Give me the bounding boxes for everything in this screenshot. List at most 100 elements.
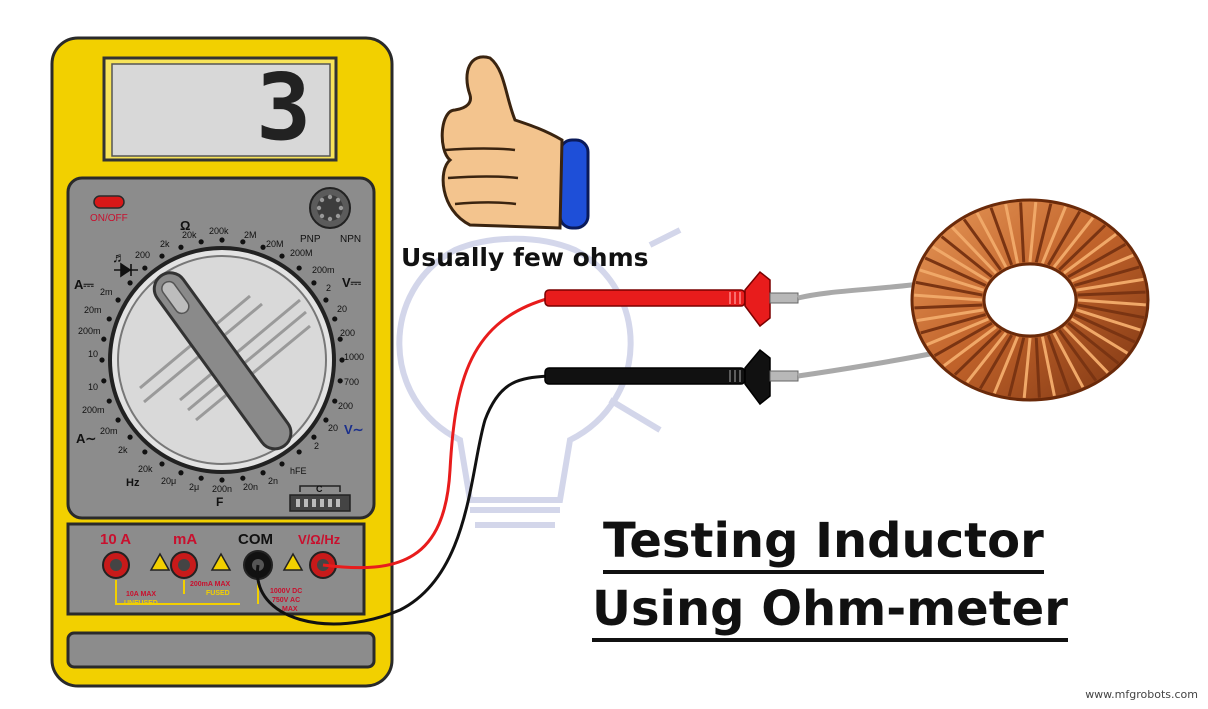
aca-range-10: 10	[88, 382, 98, 392]
aca-symbol: A∼	[76, 431, 96, 446]
npn-label: NPN	[340, 234, 361, 245]
coil-winding	[1063, 233, 1117, 275]
dial-tick-dot	[332, 316, 338, 322]
dial-tick-dot	[311, 434, 317, 440]
title-line-2: Using Ohm-meter	[592, 580, 1068, 642]
v-max-note-1: 1000V DC	[270, 588, 302, 595]
cap-symbol: F	[216, 495, 223, 509]
dial-tick-dot	[323, 417, 329, 423]
ohm-range-20k: 20k	[182, 230, 197, 240]
dca-symbol: A⎓	[74, 277, 94, 292]
coil-winding	[1022, 337, 1032, 399]
jack-ma[interactable]	[170, 551, 198, 579]
jack-vohm-label: V/Ω/Hz	[298, 532, 341, 547]
dial-tick-dot	[106, 398, 112, 404]
coil-winding	[962, 218, 1002, 271]
dial-tick-dot	[323, 297, 329, 303]
acv-range-20: 20	[328, 423, 338, 433]
coil-winding	[1007, 337, 1026, 397]
coil-winding	[919, 268, 985, 292]
dial-tick-dot	[332, 398, 338, 404]
red-lead-wire	[322, 296, 551, 570]
coil-winding	[989, 207, 1014, 266]
acv-range-200: 200	[338, 401, 353, 411]
coil-winding	[1004, 203, 1020, 264]
coil-winding	[1046, 334, 1071, 393]
coil-winding	[1067, 321, 1120, 365]
acv-range-2: 2	[314, 441, 319, 451]
acv-range-700: 700	[344, 377, 359, 387]
coil-winding	[1052, 216, 1095, 269]
dca-range-2m: 2m	[100, 287, 113, 297]
dial-tick-dot	[240, 239, 246, 245]
coil-winding	[1058, 329, 1098, 382]
coil-winding	[1062, 325, 1109, 374]
jack-10a[interactable]	[102, 551, 130, 579]
dca-range-200m: 200m	[78, 326, 101, 336]
coil-winding	[953, 329, 1002, 376]
dial-tick-dot	[219, 477, 225, 483]
ohm-range-2k: 2k	[160, 239, 170, 249]
coil-winding	[933, 321, 993, 358]
coil-winding	[931, 245, 990, 283]
coil-winding	[924, 256, 987, 287]
v-max-note-3: MAX	[282, 606, 298, 613]
coil-winding	[1073, 313, 1136, 344]
coil-winding	[920, 313, 987, 335]
coil-winding	[1067, 242, 1127, 279]
dcv-range-200m: 200m	[312, 265, 335, 275]
coil-winding	[1075, 308, 1141, 332]
coil-winding	[1070, 317, 1129, 355]
ohm-range-200m: 200M	[290, 248, 313, 258]
caption-text: Usually few ohms	[401, 243, 649, 272]
power-button[interactable]	[93, 195, 125, 209]
toroidal-inductor	[910, 198, 1150, 402]
coil-winding	[1077, 290, 1146, 297]
coil-winding	[993, 336, 1019, 394]
dial-tick-dot	[178, 470, 184, 476]
hz-range-2k: 2k	[118, 445, 128, 455]
red-probe	[544, 270, 799, 328]
multimeter: ON/OFF PNP NPN Ω 200 2k 20k 200k 2M 20M …	[50, 36, 394, 688]
dial-tick-dot	[337, 336, 343, 342]
jack-com-label: COM	[238, 531, 273, 548]
dial-tick-dot	[260, 470, 266, 476]
dial-tick-dot	[159, 461, 165, 467]
dial-tick-dot	[260, 244, 266, 250]
coil-winding	[926, 317, 990, 347]
dcv-range-20: 20	[337, 304, 347, 314]
cap-range-2u: 2μ	[189, 482, 199, 492]
coil-winding	[916, 308, 984, 323]
dial-tick-dot	[178, 244, 184, 250]
dial-knob-pointer[interactable]	[148, 266, 297, 455]
dial-tick-dot	[127, 280, 133, 286]
jack-10a-label: 10 A	[100, 531, 131, 548]
capacitor-socket-icon	[289, 485, 351, 512]
dial-tick-dot	[198, 239, 204, 245]
dial-tick-dot	[311, 280, 317, 286]
ma-max-note: 200mA MAX	[190, 581, 231, 588]
beep-icon: ♬	[112, 249, 126, 265]
black-lead-wire	[256, 374, 549, 626]
dial-tick-dot	[337, 378, 343, 384]
coil-winding	[1041, 206, 1067, 264]
coil-winding	[1073, 265, 1140, 287]
dial-tick-dot	[127, 434, 133, 440]
ohm-range-200: 200	[135, 250, 150, 260]
dial-tick-dot	[101, 378, 107, 384]
coil-winding	[915, 280, 983, 297]
cap-socket-label: C	[316, 484, 323, 494]
diode-icon	[114, 262, 138, 278]
coil-winding	[1040, 336, 1056, 397]
lcd-display-value: 3	[256, 54, 312, 161]
dcv-symbol: V⎓	[342, 275, 362, 290]
dial-tick-dot	[240, 475, 246, 481]
dcv-range-1000: 1000	[344, 352, 364, 362]
hz-range-20k: 20k	[138, 464, 153, 474]
ma-fuse-note: FUSED	[206, 590, 230, 597]
title-line-1: Testing Inductor	[603, 512, 1044, 574]
coil-windings	[914, 201, 1146, 399]
dial-tick-dot	[219, 237, 225, 243]
ohm-range-200k: 200k	[209, 226, 229, 236]
